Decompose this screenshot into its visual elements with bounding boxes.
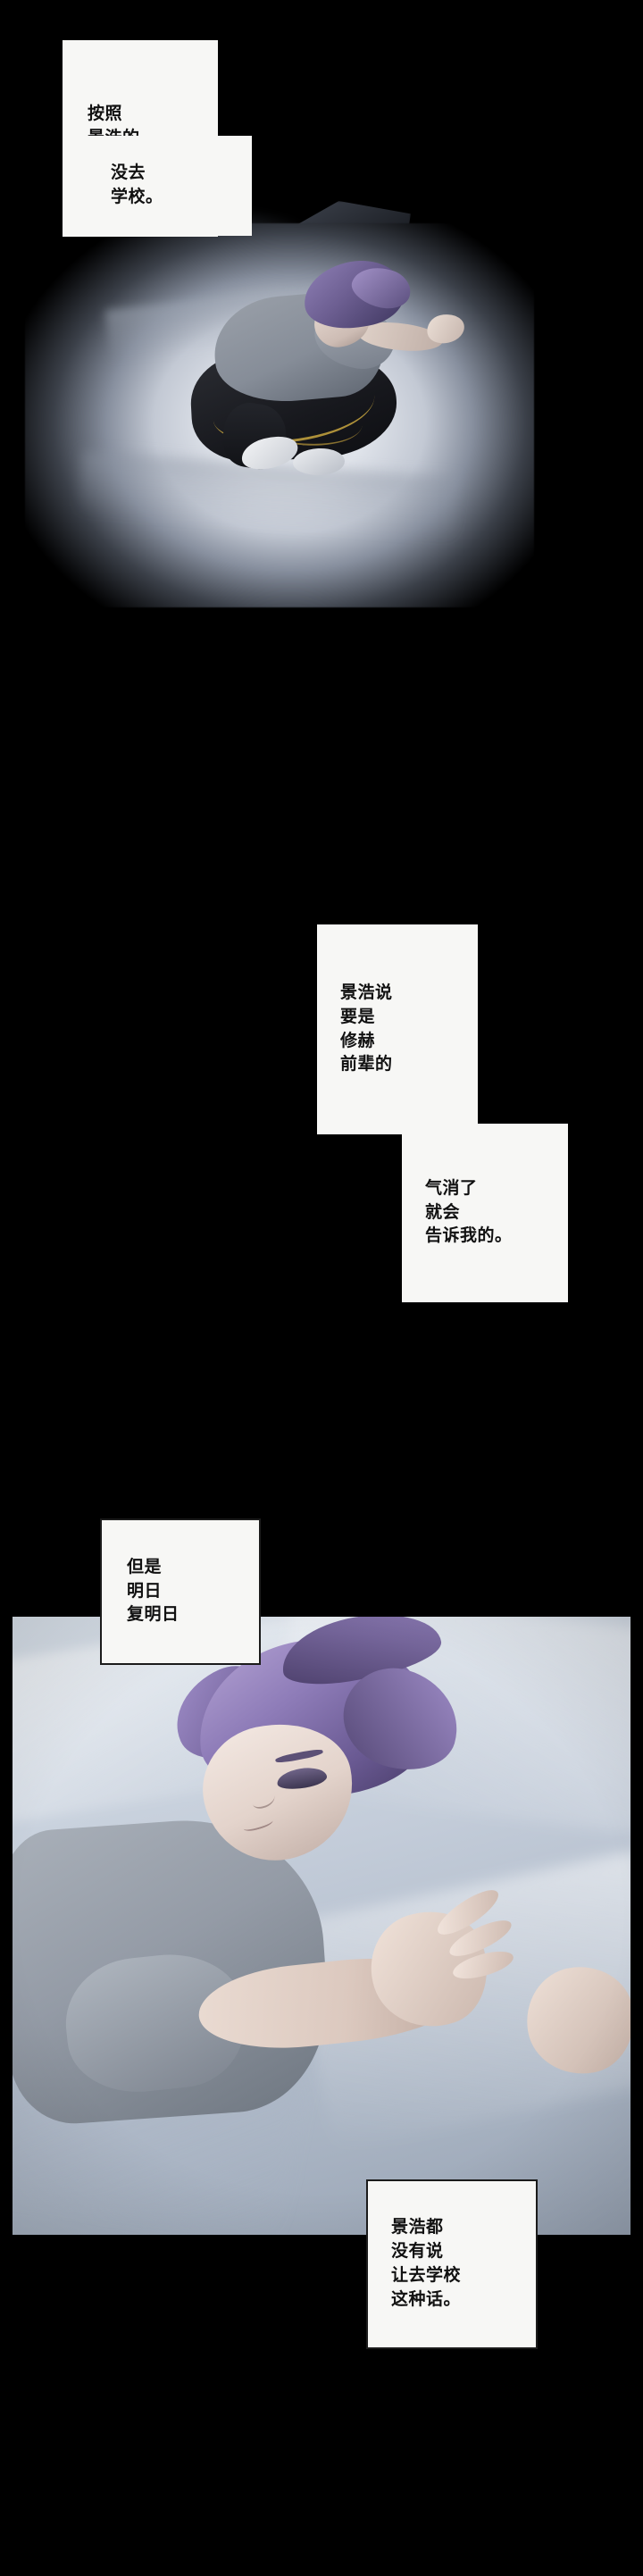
panel-vignette — [13, 1617, 630, 2235]
panel-gutter — [0, 1402, 643, 1617]
page-footer-band — [0, 2235, 643, 2576]
caption-box-3: 景浩说 要是 修赫 前辈的 — [317, 924, 478, 1134]
caption-box-2: 没去 学校。 — [86, 136, 252, 236]
comic-panel-top — [25, 201, 534, 607]
caption-box-6: 景浩都 没有说 让去学校 这种话。 — [366, 2179, 538, 2349]
caption-box-4: 气消了 就会 告诉我的。 — [402, 1124, 568, 1302]
comic-panel-bottom — [13, 1617, 630, 2235]
caption-box-5: 但是 明日 复明日 — [100, 1518, 261, 1665]
